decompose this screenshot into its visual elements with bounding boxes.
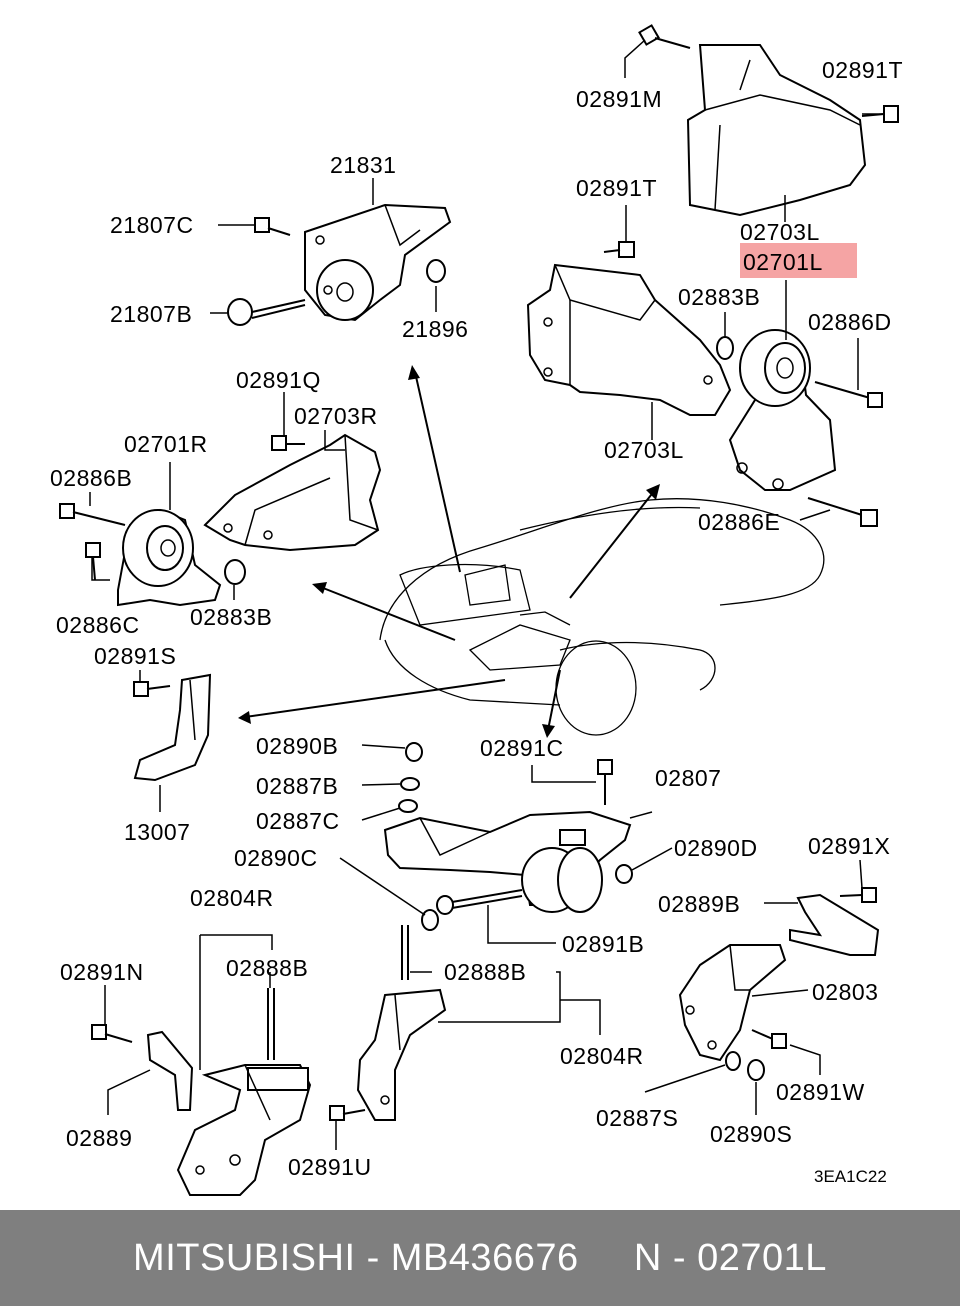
crossmember-02807 (383, 810, 632, 913)
bracket-02889 (146, 1030, 194, 1111)
bolt-02891B (436, 889, 523, 915)
label-02887C: 02887C (256, 808, 340, 834)
label-02703L-top: 02703L (740, 219, 820, 245)
bolt-02886B (59, 503, 126, 526)
bolt-02891Q (271, 435, 305, 451)
label-02886B: 02886B (50, 465, 132, 491)
footer-brand: MITSUBISHI (133, 1236, 356, 1279)
bolt-02886E (807, 497, 878, 527)
label-21807B: 21807B (110, 301, 192, 327)
label-21896: 21896 (402, 316, 468, 342)
bracket-02703L (526, 263, 732, 416)
bolt-02891W (751, 1029, 787, 1049)
label-02803: 02803 (812, 979, 878, 1005)
label-02804R-right: 02804R (560, 1043, 644, 1069)
mount-21831 (304, 203, 452, 322)
label-02807: 02807 (655, 765, 721, 791)
label-02889: 02889 (66, 1125, 132, 1151)
label-02891T-top: 02891T (822, 57, 903, 83)
nut-21896 (426, 259, 446, 283)
bolt-02886D (814, 381, 883, 408)
bracket-02803 (678, 944, 787, 1062)
pointer-arrows (238, 365, 660, 738)
footer-bar: MITSUBISHI - MB436676 N - 02701L (0, 1210, 960, 1306)
bolt-02886C (85, 542, 101, 581)
bolt-02891N (91, 1024, 133, 1043)
footer-part-number: MB436676 (390, 1236, 579, 1279)
footer-ref-code: 02701L (697, 1236, 827, 1279)
bolt-21807B (227, 298, 306, 326)
label-02891W: 02891W (776, 1079, 865, 1105)
label-02891X: 02891X (808, 833, 890, 859)
footer-ref-prefix: N - (633, 1236, 698, 1279)
label-02890S: 02890S (710, 1121, 792, 1147)
footer-separator: - (355, 1236, 391, 1279)
label-02887S: 02887S (596, 1105, 678, 1131)
label-02886E: 02886E (698, 509, 780, 535)
parts-diagram: 02891M 02891T 02891T 02703L 02701L 02883… (50, 24, 903, 1196)
diagram-code: 3EA1C22 (814, 1167, 887, 1186)
bolt-02891T (603, 241, 635, 258)
nut-02890D (615, 864, 633, 884)
engine-mount-02701R (117, 508, 222, 607)
bolt-02891U (329, 1105, 366, 1121)
label-02886C: 02886C (56, 612, 140, 638)
label-02703L: 02703L (604, 437, 684, 463)
label-02890B: 02890B (256, 733, 338, 759)
label-02701L: 02701L (743, 249, 823, 275)
label-02891U: 02891U (288, 1154, 372, 1180)
bolt-02891M (638, 24, 691, 49)
label-02883B-left: 02883B (190, 604, 272, 630)
nut-02890S (747, 1059, 765, 1081)
footer-gap (579, 1237, 634, 1280)
bracket-02889B (789, 893, 880, 956)
label-02890D: 02890D (674, 835, 758, 861)
bracket-02804R-left (176, 1064, 312, 1196)
label-02889B: 02889B (658, 891, 740, 917)
leader-lines (89, 39, 884, 1150)
engine-mount-02701L (728, 329, 837, 491)
bolt-02891X (839, 887, 877, 903)
label-02888B-left: 02888B (226, 955, 308, 981)
label-02891S: 02891S (94, 643, 176, 669)
label-02883B-right: 02883B (678, 284, 760, 310)
bracket-13007 (133, 673, 212, 782)
stud-02888B-left (267, 988, 275, 1060)
label-21831: 21831 (330, 152, 396, 178)
small-parts-02890B-02887B-02887C (398, 742, 423, 813)
label-02891B: 02891B (562, 931, 644, 957)
label-13007: 13007 (124, 819, 190, 845)
label-02891M: 02891M (576, 86, 662, 112)
bolt-02891C (597, 759, 613, 805)
part-labels: 02891M 02891T 02891T 02703L 02701L 02883… (50, 57, 903, 1186)
label-02887B: 02887B (256, 773, 338, 799)
label-21807C: 21807C (110, 212, 194, 238)
label-02891C: 02891C (480, 735, 564, 761)
bolt-21807C (254, 217, 291, 236)
label-02886D: 02886D (808, 309, 892, 335)
label-02890C: 02890C (234, 845, 318, 871)
label-02891N: 02891N (60, 959, 144, 985)
highlight-box (740, 243, 857, 278)
stud-02888B-center (401, 925, 409, 980)
washer-02887S (725, 1051, 741, 1071)
label-02804R-left: 02804R (190, 885, 274, 911)
label-02701R: 02701R (124, 431, 208, 457)
label-02891T: 02891T (576, 175, 657, 201)
car-body-outline (379, 498, 825, 736)
label-02703R: 02703R (294, 403, 378, 429)
nut-02883B-right (716, 336, 734, 360)
nut-02883B-left (224, 559, 246, 585)
nut-02890C (421, 909, 439, 931)
bracket-02703L-top (686, 44, 867, 217)
bracket-02703R (203, 433, 382, 552)
bolt-02891S (133, 681, 171, 697)
label-02891Q: 02891Q (236, 367, 321, 393)
bracket-02804R-center (356, 988, 447, 1121)
label-02888B-center: 02888B (444, 959, 526, 985)
